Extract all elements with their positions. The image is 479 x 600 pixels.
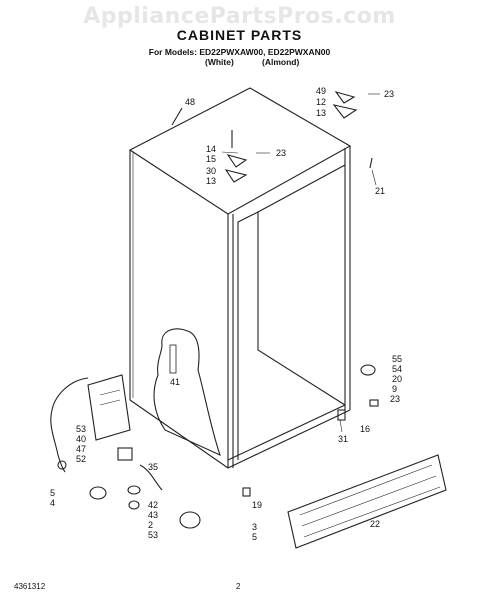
callout-14: 14	[206, 144, 216, 154]
callout-42: 42	[148, 500, 158, 510]
page-title: CABINET PARTS	[176, 27, 303, 43]
page-number: 2	[236, 582, 241, 591]
power-cord	[50, 377, 89, 473]
callout-54: 54	[392, 364, 402, 374]
callout-13b: 13	[316, 108, 326, 118]
callout-48: 48	[185, 97, 195, 107]
callout-22: 22	[370, 519, 380, 529]
callout-49: 49	[316, 86, 326, 96]
callout-23c: 23	[390, 394, 400, 404]
callout-23b: 23	[384, 89, 394, 99]
callout-35: 35	[148, 462, 158, 472]
callout-21: 21	[375, 186, 385, 196]
callout-5: 5	[50, 488, 55, 498]
callout-23: 23	[276, 148, 286, 158]
callout-43: 43	[148, 510, 158, 520]
watermark: AppliancePartsPros.com	[83, 4, 396, 29]
callout-20: 20	[392, 374, 402, 384]
side-panel-cutout	[153, 328, 221, 457]
callout-3: 3	[252, 522, 257, 532]
callout-53b: 53	[148, 530, 158, 540]
callout-47: 47	[76, 444, 86, 454]
callout-40: 40	[76, 434, 86, 444]
callout-31: 31	[338, 434, 348, 444]
callout-12: 12	[316, 97, 326, 107]
junction-box	[87, 374, 131, 441]
callout-13: 13	[206, 176, 216, 186]
callout-5b: 5	[252, 532, 257, 542]
callout-16: 16	[360, 424, 370, 434]
color-almond: (Almond)	[262, 57, 300, 67]
toe-grille	[287, 454, 447, 549]
callout-52: 52	[76, 454, 86, 464]
callout-55: 55	[392, 354, 402, 364]
callout-2: 2	[148, 520, 153, 530]
color-white: (White)	[205, 57, 234, 67]
callout-19: 19	[252, 500, 262, 510]
callout-41: 41	[170, 377, 180, 387]
caster	[179, 511, 201, 529]
models-line: For Models: ED22PWXAW00, ED22PWXAN00	[148, 47, 331, 57]
part-52	[117, 447, 133, 461]
callout-4: 4	[50, 498, 55, 508]
callout-9: 9	[392, 384, 397, 394]
callout-15: 15	[206, 154, 216, 164]
callout-30: 30	[206, 166, 216, 176]
doc-number: 4361312	[14, 582, 46, 591]
callout-53: 53	[76, 424, 86, 434]
